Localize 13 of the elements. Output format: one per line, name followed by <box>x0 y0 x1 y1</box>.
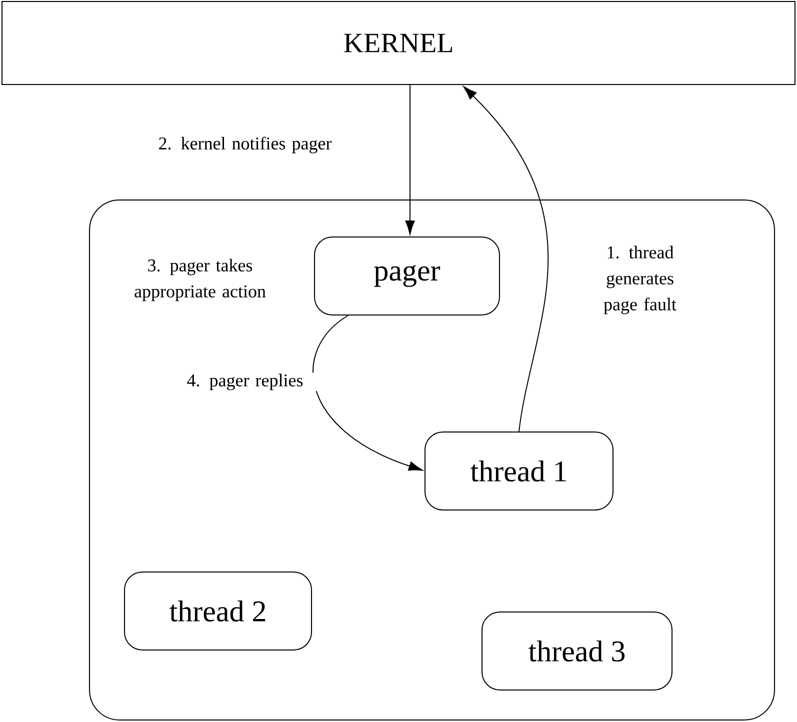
thread-box: thread 2 <box>124 572 312 650</box>
edge-label: 4. pager replies <box>187 374 303 390</box>
edge-label: 2. kernel notifies pager <box>159 136 332 154</box>
node-note: 3. pager takes appropriate action <box>134 258 266 302</box>
arrow <box>405 84 415 235</box>
arrow <box>312 315 423 471</box>
edge-label: 1. thread generates page fault <box>604 246 676 314</box>
pager-box: pager <box>314 236 500 316</box>
arrow <box>463 86 548 432</box>
container-box <box>89 200 775 720</box>
thread-box: thread 1 <box>424 432 614 510</box>
thread-box: thread 3 <box>482 612 672 690</box>
kernel-box: KERNEL <box>2 1 796 85</box>
